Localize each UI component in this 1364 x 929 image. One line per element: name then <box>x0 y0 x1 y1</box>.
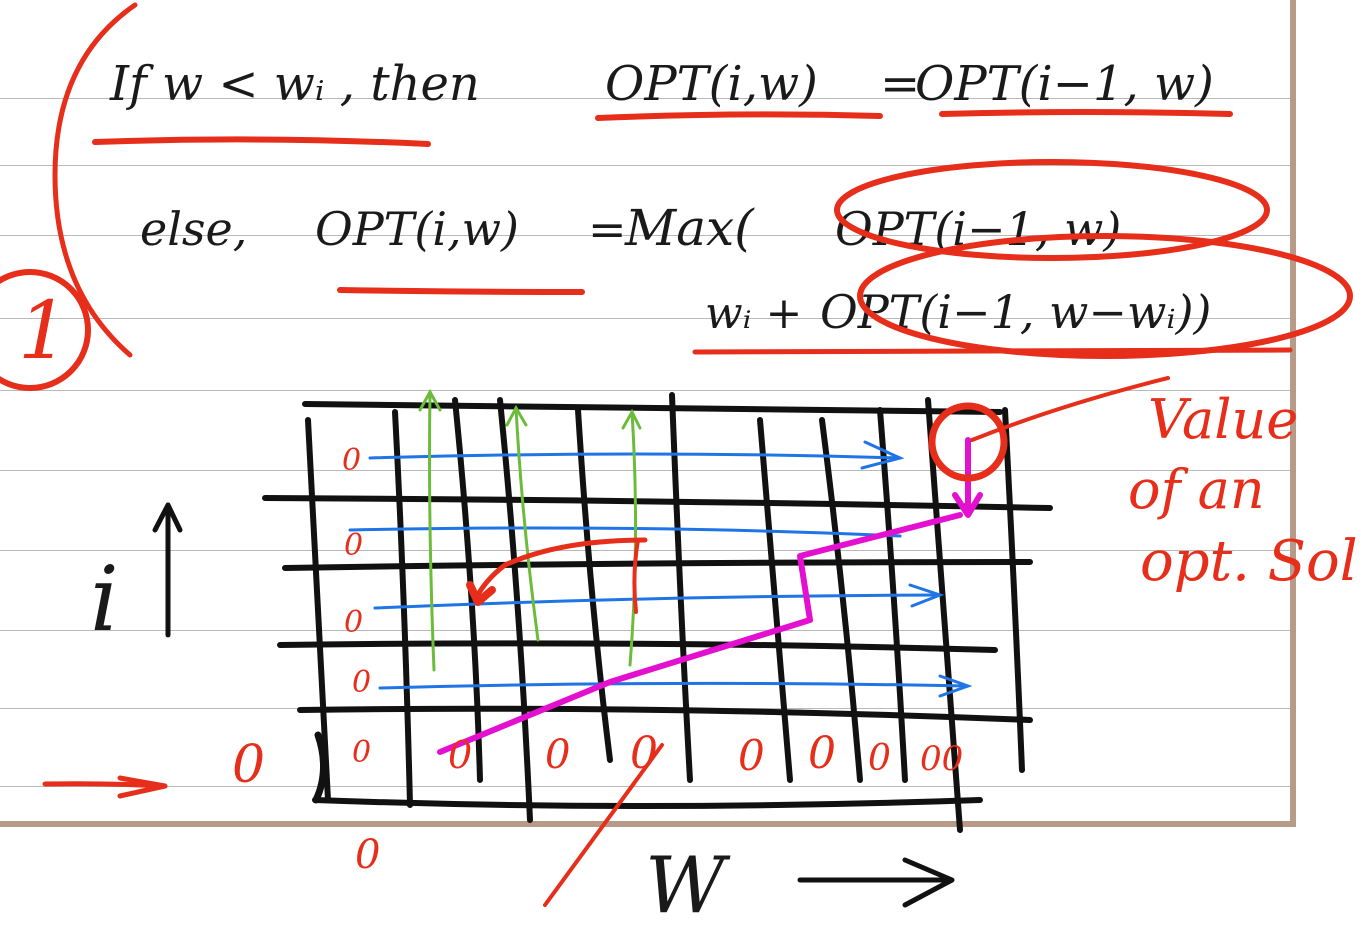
ruled-line <box>0 470 1290 471</box>
row-zero: 0 <box>344 605 363 640</box>
optimal-value-pointer <box>970 376 1170 442</box>
base-zero: 0 <box>868 738 891 779</box>
row-arrow <box>368 452 902 460</box>
cases-bracket <box>52 2 138 358</box>
grid-h-line <box>302 401 1003 415</box>
bottom-zero: 0 <box>355 832 380 878</box>
underline-condition <box>92 136 431 147</box>
grid-v-line <box>392 409 413 808</box>
base-cell-pointer <box>543 743 664 907</box>
base-zero: 0 <box>808 728 836 779</box>
left-zero: 0 <box>232 735 265 795</box>
row-arrowhead <box>860 440 905 470</box>
underline-lhs <box>595 111 883 121</box>
dependency-arrow-diagonal <box>472 537 648 603</box>
canvas-below-page <box>0 833 1364 929</box>
dependency-arrows <box>466 537 648 614</box>
row-zero: 0 <box>352 665 371 700</box>
column-arrowhead <box>505 404 528 427</box>
base-row-pointer-head <box>117 775 168 799</box>
base-zero: 0 <box>545 732 570 778</box>
case2-prefix: else, <box>140 202 247 256</box>
optimal-cell-circle <box>928 402 1008 482</box>
grid-v-line <box>877 407 908 783</box>
column-arrowhead <box>621 408 642 430</box>
dependency-arrowhead <box>466 581 496 606</box>
recurrence-case-2: else, OPT(i,w) = Max( OPT(i−1, w) wᵢ + O… <box>140 199 1212 339</box>
case1-lhs: OPT(i,w) <box>605 56 818 112</box>
traceback-arrowhead <box>952 492 983 518</box>
base-row-bracket <box>312 731 328 804</box>
row-arrow <box>373 593 942 610</box>
value-label-line-3: opt. Sol <box>1140 529 1358 594</box>
grid-h-line <box>297 705 1033 723</box>
column-arrowhead <box>418 388 442 412</box>
value-label-line-1: Value <box>1148 388 1298 451</box>
optimal-value-annotation: Value of an opt. Sol <box>928 376 1358 594</box>
base-zero: 0 <box>448 733 472 777</box>
ruled-line <box>0 318 1290 319</box>
red-formula-markup <box>52 2 1353 359</box>
ruled-line <box>0 235 1290 236</box>
value-label-line-2: of an <box>1128 458 1265 521</box>
case2-option-2-prefix: wᵢ + <box>705 288 802 339</box>
case1-prefix: If w < wᵢ , then <box>109 56 480 112</box>
ruled-line <box>0 98 1290 99</box>
grid-h-line <box>277 640 998 653</box>
case2-equals: = <box>588 202 627 256</box>
ruled-line <box>0 786 1290 787</box>
ruled-line <box>0 390 1290 391</box>
row-fill-arrows <box>348 440 973 698</box>
column-arrow <box>514 406 540 642</box>
grid-v-line <box>305 417 331 803</box>
base-zero: 0 <box>738 731 765 780</box>
grid-v-line <box>757 417 793 783</box>
row-axis-arrowhead <box>152 502 183 533</box>
col-axis-arrowhead <box>902 857 955 908</box>
underline-case2-lhs <box>337 287 585 295</box>
row-arrowhead <box>938 674 973 698</box>
grid-v-line <box>575 407 613 763</box>
grid-h-line <box>312 797 983 809</box>
case2-option-2: OPT(i−1, w−wᵢ)) <box>820 285 1212 339</box>
row-arrow <box>378 681 970 690</box>
row-arrowhead <box>908 583 945 608</box>
column-fill-arrows <box>418 388 642 672</box>
row-zero: 0 <box>344 528 363 563</box>
case2-option-1: OPT(i−1, w) <box>835 202 1121 256</box>
grid-h-line <box>262 495 1053 511</box>
ruled-line <box>0 165 1290 166</box>
row-zero: 0 <box>342 443 361 478</box>
recurrence-case-1: If w < wᵢ , then OPT(i,w) = OPT(i−1, w) <box>109 56 1214 112</box>
grid-v-line <box>1002 407 1025 773</box>
row-axis-label: i <box>90 547 119 652</box>
ruled-line <box>0 630 1290 631</box>
grid-v-line <box>819 417 863 783</box>
number-one: 1 <box>18 284 69 377</box>
grid-h-line <box>282 559 1033 571</box>
col-axis-label: W <box>645 841 731 929</box>
row-arrow <box>348 526 902 538</box>
traceback-segment <box>437 512 963 755</box>
underline-rhs <box>939 109 1233 117</box>
base-zero: 00 <box>920 739 963 779</box>
ruled-line <box>0 550 1290 551</box>
grid-v-line <box>497 397 533 823</box>
circle-option-1 <box>834 159 1270 261</box>
circle-around-number <box>0 269 91 391</box>
case2-max: Max( <box>624 199 755 257</box>
grid-v-line <box>669 392 693 783</box>
dependency-arrow-vertical <box>632 538 640 614</box>
axis-labels: i W <box>90 502 955 929</box>
case2-lhs: OPT(i,w) <box>315 202 519 256</box>
circle-option-2 <box>857 233 1353 359</box>
case1-equals: = <box>880 56 920 112</box>
case1-rhs: OPT(i−1, w) <box>915 56 1214 112</box>
column-arrow <box>428 390 436 672</box>
row-zero: 0 <box>352 735 371 770</box>
circled-number-one: 1 <box>0 269 91 391</box>
